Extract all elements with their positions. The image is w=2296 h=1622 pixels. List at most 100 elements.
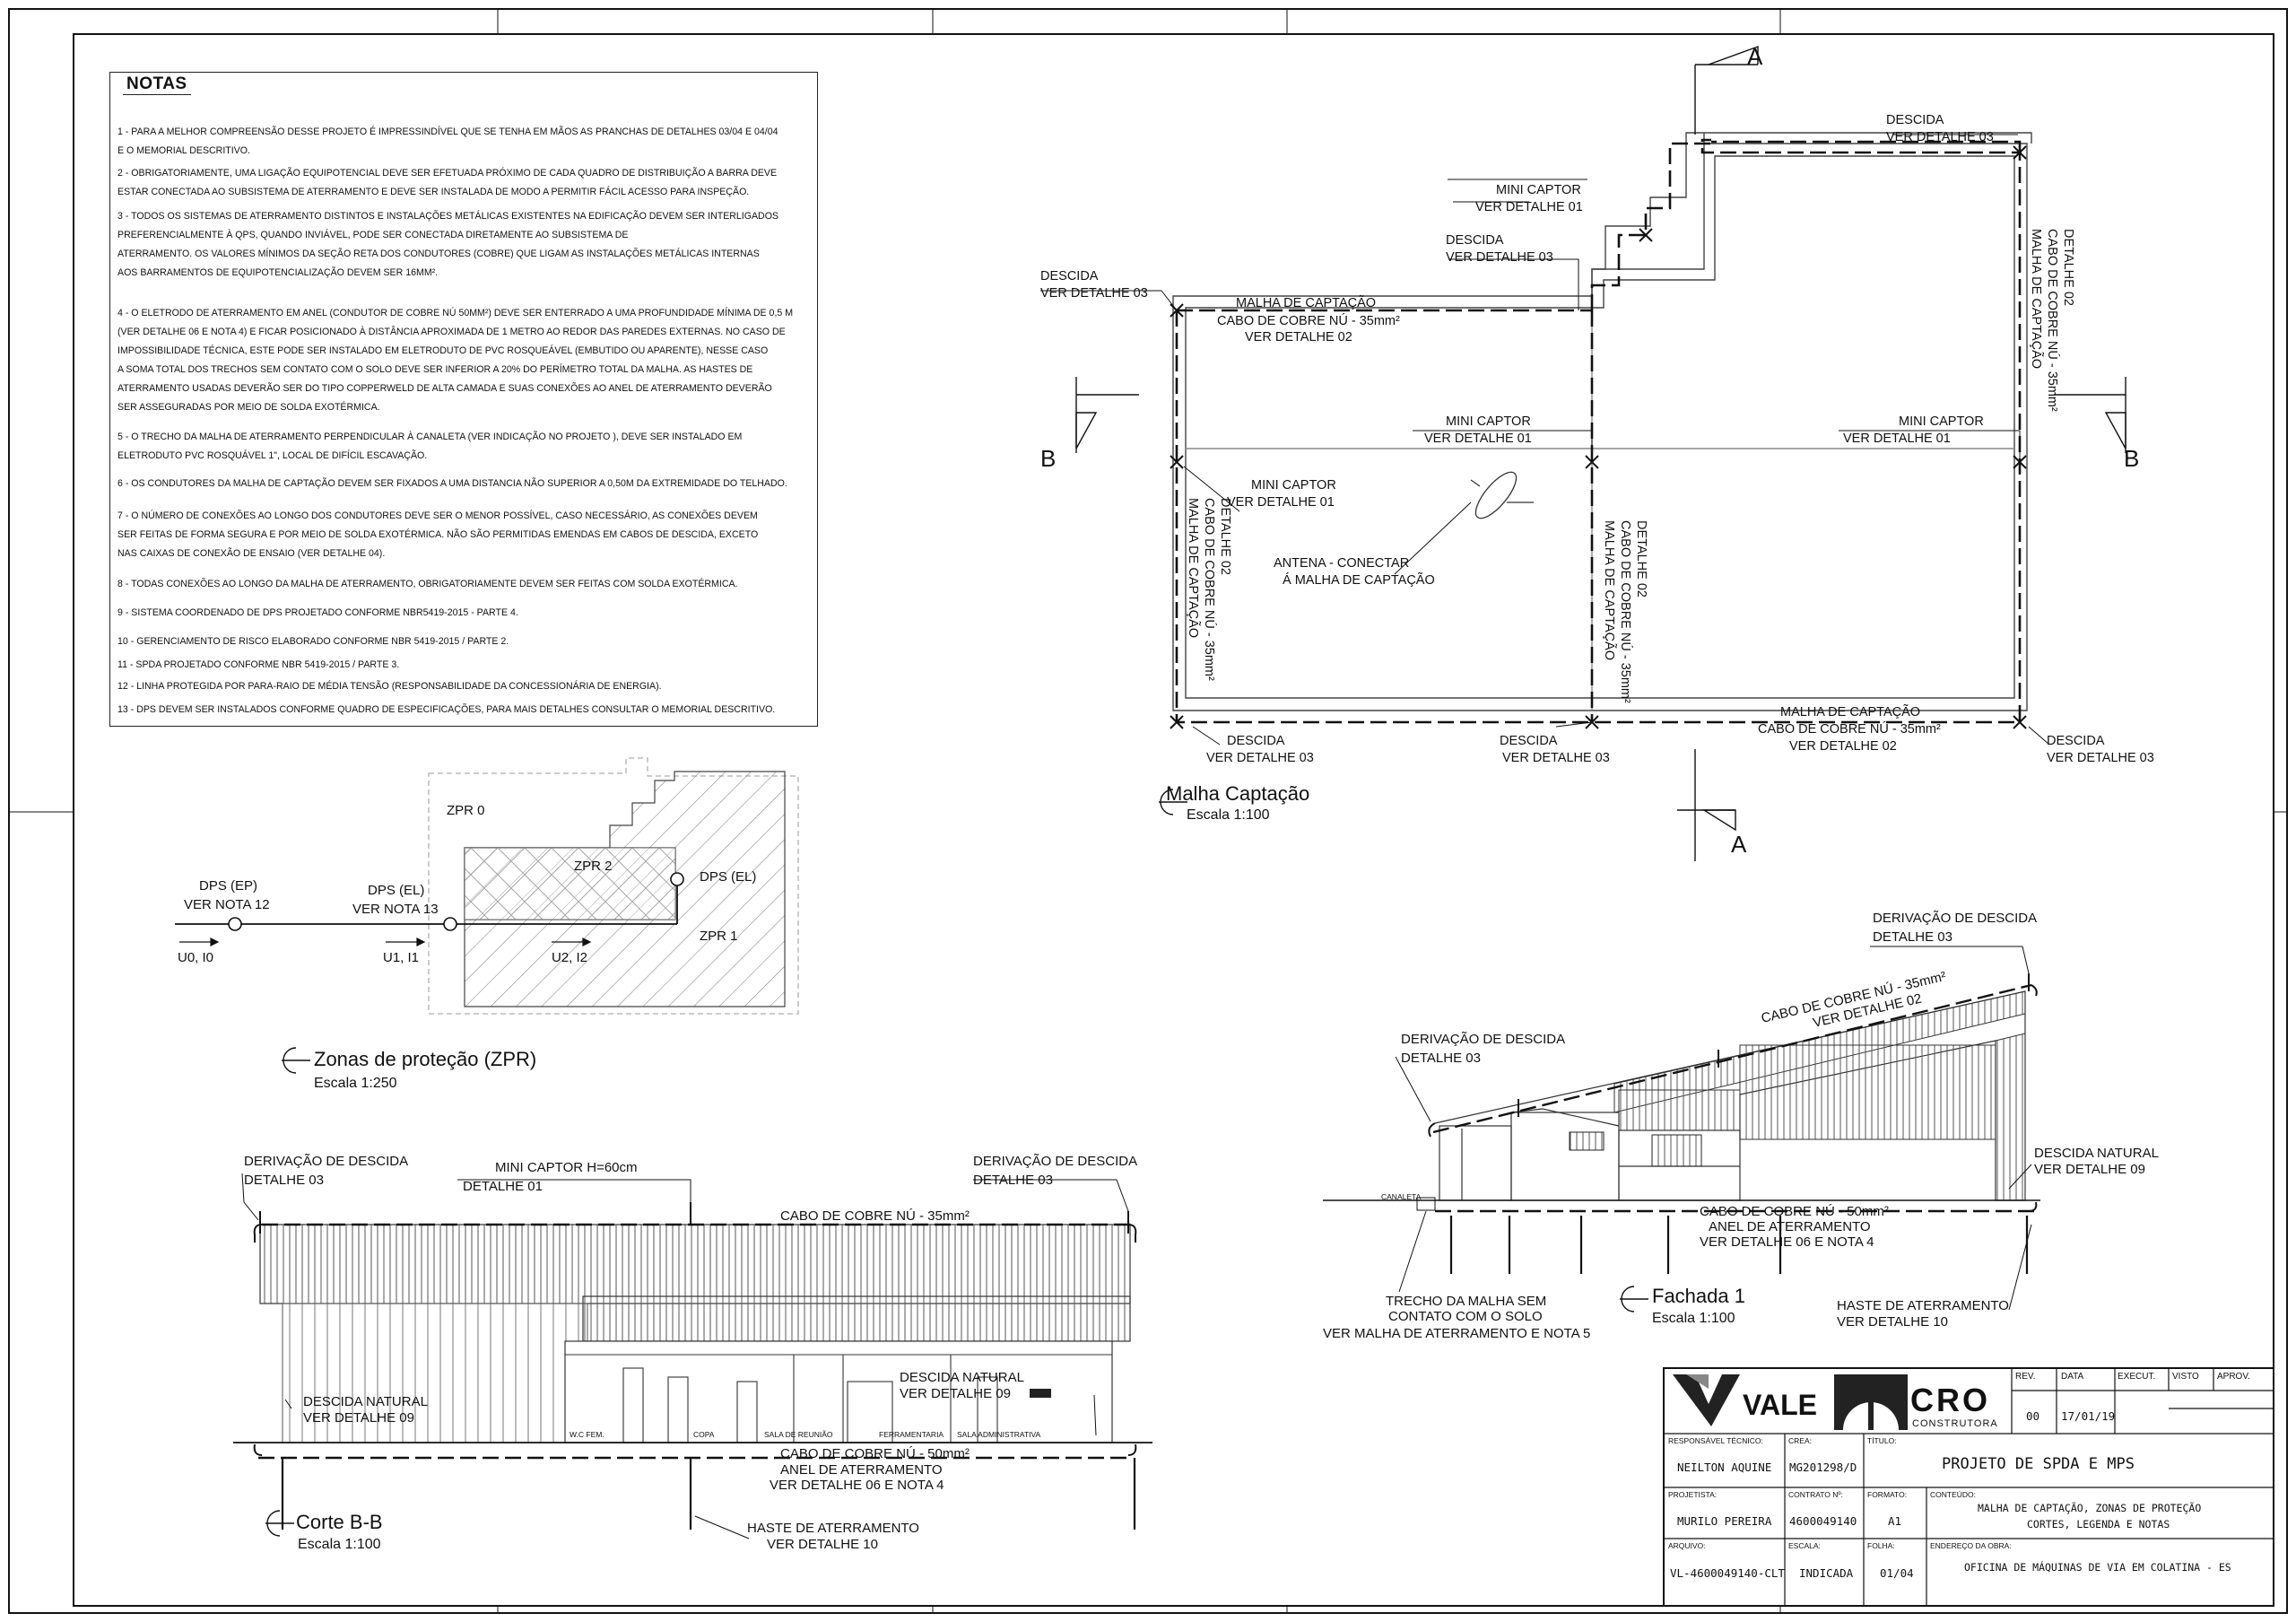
note-6: 6 - OS CONDUTORES DA MALHA DE CAPTAÇÃO D… (117, 478, 787, 489)
plan-mini-captor-left: MINI CAPTOR (1251, 478, 1336, 493)
fachada-descida-natural-ref: VER DETALHE 09 (2034, 1162, 2145, 1177)
tb-data-header: DATA (2061, 1372, 2084, 1382)
fachada-canaleta: CANALETA (1381, 1192, 1422, 1201)
plan-descida-tl: DESCIDA (1040, 269, 1099, 283)
plan-descida-tr-ref: VER DETALHE 03 (1886, 130, 1994, 144)
tb-data-value: 17/01/19 (2061, 1409, 2116, 1423)
tb-escala-header: ESCALA: (1788, 1541, 1821, 1550)
note-9: 9 - SISTEMA COORDENADO DE DPS PROJETADO … (117, 607, 518, 618)
plan-title-mark (1159, 789, 1187, 815)
note-11: 11 - SPDA PROJETADO CONFORME NBR 5419-20… (117, 659, 400, 670)
tb-aprov-header: APROV. (2217, 1372, 2250, 1382)
fachada-anel: ANEL DE ATERRAMENTO (1709, 1219, 1871, 1234)
plan-descida-bm-ref: VER DETALHE 03 (1502, 751, 1610, 765)
fachada-cabo-50: CABO DE COBRE NÚ - 50mm² (1700, 1204, 1889, 1219)
corte-mini-captor-ref: DETALHE 01 (463, 1179, 543, 1194)
section-marker-b-right (2054, 377, 2126, 453)
corte-room-wc: W.C FEM. (570, 1430, 604, 1439)
tb-execut-header: EXECUT. (2118, 1372, 2156, 1382)
fachada-scale: Escala 1:100 (1652, 1311, 1735, 1326)
plan-malha-center: MALHA DE CAPTAÇÃO (1602, 520, 1617, 660)
corte-derivacao-right: DERIVAÇÃO DE DESCIDA (973, 1154, 1137, 1169)
tb-contrato-header: CONTRATO Nº: (1788, 1490, 1843, 1499)
plan-label-b-right: B (2124, 445, 2139, 472)
plan-label-a-top: A (1747, 43, 1763, 70)
corte-title: Corte B-B (296, 1511, 383, 1533)
dps-el-node-1 (443, 917, 457, 931)
plan-cabo-right: CABO DE COBRE NÚ - 35mm² (2045, 229, 2060, 412)
notes-panel: NOTAS 1 - PARA A MELHOR COMPREENSÃO DESS… (109, 72, 818, 727)
plan-label-b-left: B (1040, 445, 1056, 472)
tb-arquivo-value: VL-4600049140-CLT (1670, 1566, 1785, 1580)
plan-label-a-bottom: A (1731, 831, 1747, 858)
plan-malha-top: MALHA DE CAPTAÇÃO (1236, 295, 1376, 310)
note-12: 12 - LINHA PROTEGIDA POR PARA-RAIO DE MÉ… (117, 681, 662, 692)
plan-cabo-left: CABO DE COBRE NÚ - 35mm² (1202, 498, 1217, 681)
plan-descida-bm: DESCIDA (1500, 734, 1558, 748)
plan-mini-captor-mid-ref: VER DETALHE 01 (1424, 432, 1532, 446)
vale-logo-icon (1673, 1374, 1740, 1426)
zpr0-label: ZPR 0 (447, 803, 485, 818)
zpr-title: Zonas de proteção (ZPR) (314, 1048, 536, 1070)
vale-logo-text: VALE (1743, 1389, 1817, 1421)
tb-arquivo-header: ARQUIVO: (1668, 1541, 1706, 1550)
fachada-haste-ref: VER DETALHE 10 (1837, 1314, 1948, 1330)
tb-escala-value: INDICADA (1799, 1566, 1854, 1580)
note-1: 1 - PARA A MELHOR COMPREENSÃO DESSE PROJ… (117, 126, 778, 156)
tb-formato-value: A1 (1888, 1514, 1902, 1528)
sheet-frame (8, 8, 2288, 1614)
corte-anel-ref: VER DETALHE 06 E NOTA 4 (770, 1478, 944, 1493)
corte-cabo-35: CABO DE COBRE NÚ - 35mm² (780, 1208, 970, 1224)
zpr2-label: ZPR 2 (574, 859, 613, 874)
fachada-trecho-3: VER MALHA DE ATERRAMENTO E NOTA 5 (1323, 1326, 1590, 1341)
tb-visto-header: VISTO (2172, 1372, 2199, 1382)
note-7: 7 - O NÚMERO DE CONEXÕES AO LONGO DOS CO… (117, 510, 759, 559)
fachada-title: Fachada 1 (1652, 1285, 1745, 1307)
tb-crea-value: MG201298/D (1789, 1461, 1857, 1474)
plan-malha-left: MALHA DE CAPTAÇÃO (1186, 498, 1201, 638)
corte-room-ferramentaria: FERRAMENTARIA (879, 1430, 944, 1439)
dps-el-node-2 (670, 872, 684, 886)
corte-bb: DERIVAÇÃO DE DESCIDA DETALHE 03 MINI CAP… (233, 1154, 1152, 1552)
zpr-scale: Escala 1:250 (314, 1076, 397, 1091)
zpr-title-mark (282, 1047, 310, 1074)
fachada-trecho-2: CONTATO COM O SOLO (1388, 1309, 1543, 1324)
note-8: 8 - TODAS CONEXÕES AO LONGO DA MALHA DE … (117, 579, 738, 589)
tb-titulo-value: PROJETO DE SPDA E MPS (1942, 1455, 2135, 1473)
tb-conteudo-line1: MALHA DE CAPTAÇÃO, ZONAS DE PROTEÇÃO (1978, 1502, 2202, 1514)
corte-cabo-50: CABO DE COBRE NÚ - 50mm² (780, 1446, 970, 1461)
plan-malha-bottom: MALHA DE CAPTAÇÃO (1780, 704, 1920, 719)
fachada-descida-natural: DESCIDA NATURAL (2034, 1146, 2159, 1161)
fachada-trecho-1: TRECHO DA MALHA SEM (1386, 1294, 1546, 1309)
note-2: 2 - OBRIGATORIAMENTE, UMA LIGAÇÃO EQUIPO… (117, 168, 778, 197)
dps-el-label-2: DPS (EL) (700, 869, 756, 885)
plan-malha-right: MALHA DE CAPTAÇÃO (2029, 229, 2044, 369)
tb-formato-header: FORMATO: (1867, 1490, 1908, 1499)
tb-folha-value: 01/04 (1880, 1566, 1914, 1580)
fachada-anel-ref: VER DETALHE 06 E NOTA 4 (1700, 1234, 1874, 1250)
corte-descida-natural-left-ref: VER DETALHE 09 (303, 1410, 414, 1426)
note-10: 10 - GERENCIAMENTO DE RISCO ELABORADO CO… (117, 636, 509, 647)
plan-mini-captor-right: MINI CAPTOR (1899, 414, 1984, 429)
plan-captacao: A A B B DESCIDA VER DETALHE 03 MINI CAPT… (1040, 43, 2154, 861)
corte-room-copa: COPA (693, 1430, 715, 1439)
section-marker-b-left (1075, 377, 1139, 453)
fachada-title-mark (1620, 1286, 1648, 1312)
plan-title: Malha Captação (1166, 782, 1309, 805)
plan-mini-captor-top-ref: VER DETALHE 01 (1475, 200, 1583, 214)
section-marker-a-top (1694, 46, 1759, 135)
dps-ep-node (228, 917, 242, 931)
plan-descida-step-ref: VER DETALHE 03 (1446, 250, 1553, 265)
tb-conteudo-header: CONTEÚDO: (1930, 1490, 1976, 1499)
tb-endereco-header: ENDEREÇO DA OBRA: (1930, 1541, 2012, 1550)
corte-title-mark (265, 1510, 294, 1537)
zpr1-label: ZPR 1 (700, 929, 738, 944)
zpr-diagram: ZPR 0 ZPR 2 ZPR 1 DPS (EP) VER NOTA 12 D… (175, 757, 799, 1091)
plan-cabo-bottom: CABO DE COBRE NÚ - 35mm² (1758, 721, 1941, 737)
corte-descida-natural-mid: DESCIDA NATURAL (900, 1370, 1024, 1385)
fachada-derivacao-right: DERIVAÇÃO DE DESCIDA (1873, 911, 2037, 926)
plan-descida-br: DESCIDA (2047, 734, 2105, 748)
tb-resp-value: NEILTON AQUINE (1677, 1461, 1772, 1474)
tb-rev-value: 00 (2026, 1409, 2040, 1423)
